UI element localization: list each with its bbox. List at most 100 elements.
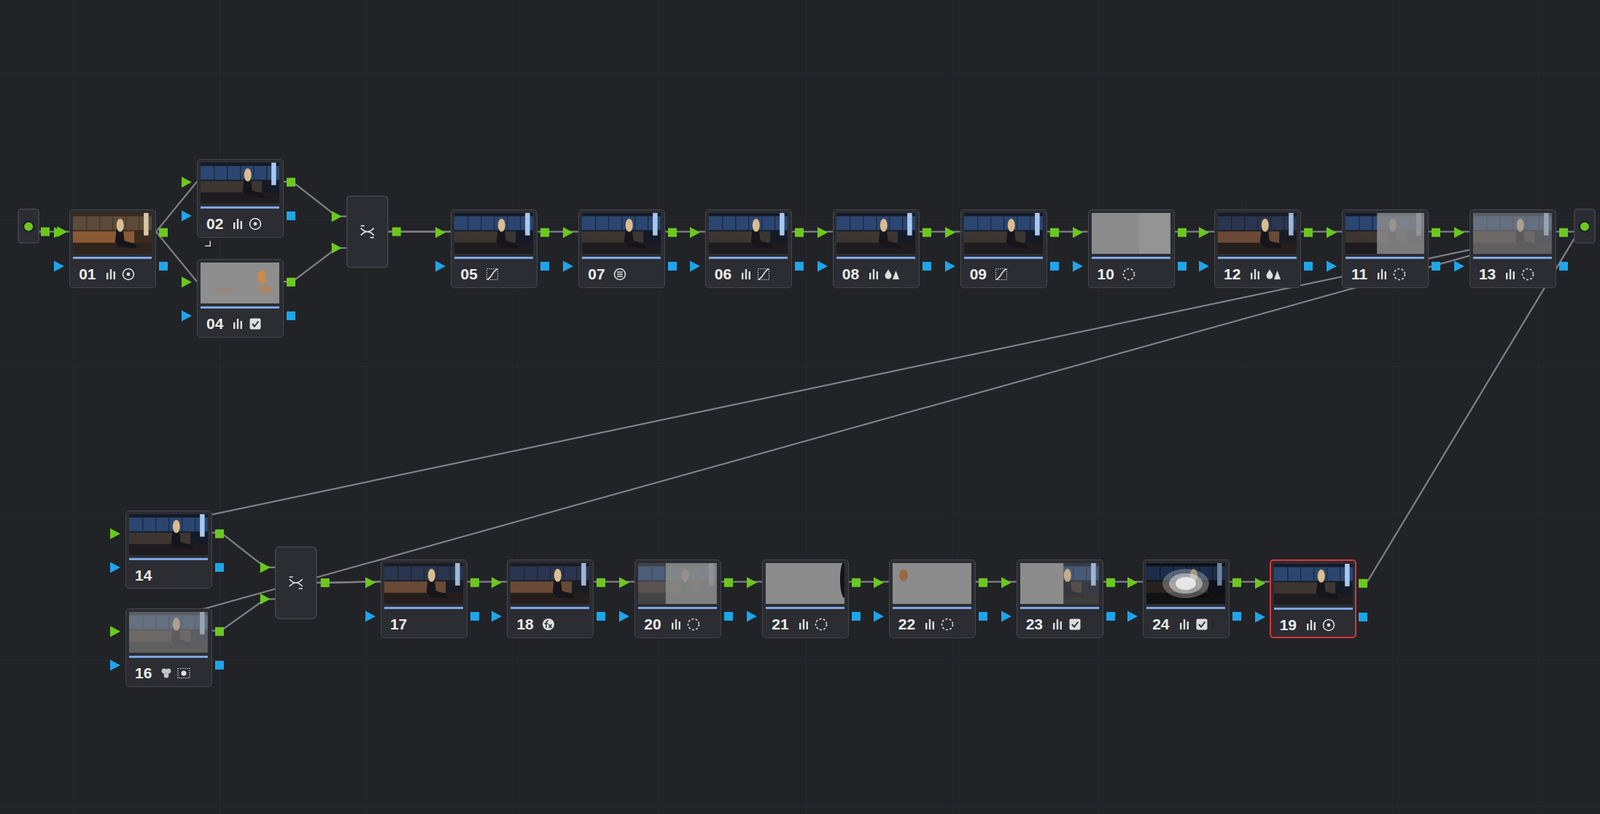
key-input-port [1001, 610, 1012, 622]
thumb-pane [519, 215, 522, 230]
thumb-figure [1260, 228, 1283, 248]
rgb-output-port [922, 228, 932, 238]
node-tool-icons [102, 266, 138, 282]
thumb-pane [449, 565, 452, 580]
input-ports [52, 210, 71, 289]
rgb-input-port [689, 226, 701, 238]
thumbnail-bar [72, 256, 152, 259]
rgb-input-port [491, 576, 502, 588]
thumbnail-bar [1345, 256, 1425, 259]
thumb-pane [181, 517, 184, 531]
thumb-bg [454, 212, 534, 254]
key-input-port [110, 659, 121, 671]
thumb-pane [576, 565, 578, 580]
mixer-input-port [331, 210, 343, 222]
mixer-output-port [320, 578, 330, 588]
rgb-input-port [1255, 577, 1266, 589]
thumb-floor [200, 192, 280, 204]
icon-bar [1179, 622, 1182, 630]
thumb-figure [242, 179, 265, 199]
node-tool-icons [539, 616, 558, 632]
key-input-port [1127, 610, 1138, 622]
thumbnail-bar [454, 256, 534, 259]
node-tool-icons [667, 616, 703, 632]
node-tool-icons [794, 616, 830, 632]
thumb-pane [1300, 566, 1302, 581]
icon-bar [1182, 619, 1185, 630]
node-number: 20 [643, 615, 661, 633]
thumb-pane [410, 565, 413, 580]
key-output-port [596, 611, 606, 621]
thumb-window [1274, 566, 1353, 581]
rgb-output-port [540, 228, 550, 238]
thumb-tone [638, 562, 666, 604]
thumb-figure [171, 530, 194, 550]
node-label-row: 07 [587, 265, 628, 283]
thumb-floor [454, 242, 534, 254]
thumb-pane [155, 517, 157, 531]
node-label-row: 11 [1351, 265, 1409, 283]
node-thumbnail [200, 262, 280, 304]
thumb-face [430, 570, 435, 577]
icon-bar [671, 622, 674, 630]
thumbnail-bar [836, 256, 916, 259]
input-ports [108, 608, 127, 688]
node-label-row: 17 [390, 615, 407, 633]
icon-dot [126, 272, 130, 276]
color-node: 24 [1142, 559, 1230, 639]
thumb-matte [215, 288, 233, 295]
thumb-pane [125, 215, 127, 230]
thumb-figure [878, 228, 901, 248]
icon-bar [1513, 271, 1515, 280]
output-ports [1228, 560, 1247, 639]
node-number: 19 [1279, 616, 1297, 634]
rgb-input-port [1127, 576, 1138, 588]
color-node: 01 [69, 209, 157, 289]
node-thumbnail [1345, 212, 1425, 254]
icon-bar [678, 621, 680, 630]
key-output-port [1559, 261, 1568, 271]
icon-fx-mark [544, 620, 552, 628]
thumb-bg [1217, 212, 1297, 254]
thumb-pane [194, 517, 197, 531]
thumbnail-bar [1217, 256, 1297, 259]
output-ports [1300, 210, 1318, 289]
icon-bar [240, 320, 243, 329]
icon-dashed-circle [1394, 268, 1406, 280]
rgb-output-port [1050, 228, 1059, 238]
thumb-pane [990, 215, 992, 230]
rgb-output-port [1303, 228, 1313, 238]
thumb-pane [1358, 215, 1361, 230]
output-ports [1354, 560, 1373, 640]
source-port [40, 227, 50, 237]
icon-rgb-dot [161, 668, 168, 674]
icon-check [1198, 621, 1206, 627]
color-node: 17 [380, 559, 468, 639]
node-thumbnail [708, 212, 788, 254]
thumb-pane [849, 215, 852, 230]
key-output-port [286, 211, 296, 221]
thumb-face [556, 570, 561, 577]
node-label-row: 10 [1097, 265, 1138, 283]
thumb-window [510, 565, 590, 580]
key-input-port [1198, 260, 1210, 272]
thumbnail-bar [892, 606, 972, 609]
output-dot [1579, 221, 1590, 232]
node-tool-icons [1246, 266, 1282, 282]
key-output-port [1232, 611, 1242, 621]
icon-check [252, 321, 259, 327]
node-label-row: 18 [516, 615, 557, 633]
icon-circle [1323, 619, 1335, 631]
output-node [1574, 209, 1595, 243]
thumb-pane [467, 215, 469, 230]
thumb-bg [1020, 562, 1099, 604]
key-output-port [470, 611, 480, 621]
thumb-figure [496, 228, 519, 248]
node-tool-icons [1302, 617, 1338, 633]
color-node: 23 [1016, 559, 1104, 639]
node-tool-icons [1048, 616, 1084, 632]
icon-check-box [1069, 618, 1081, 630]
input-ports [180, 259, 198, 339]
node-tool-icons [157, 665, 193, 681]
